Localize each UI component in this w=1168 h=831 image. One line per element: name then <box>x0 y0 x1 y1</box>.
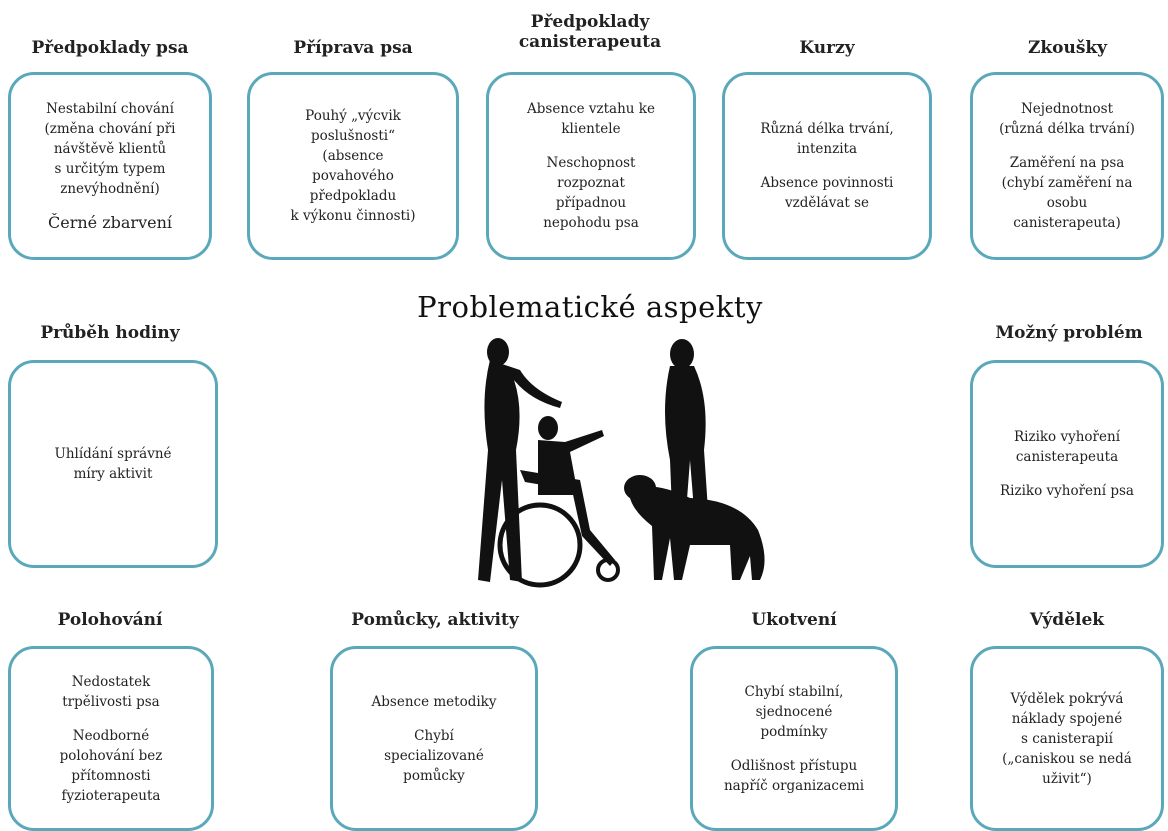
category-title-predpoklady-canisterapeuta: Předpoklady canisterapeuta <box>518 12 662 52</box>
box-item: Pouhý „výcvik poslušnosti“ (absence pova… <box>290 108 416 224</box>
category-box-vydelek: Výdělek pokrývá náklady spojené s canist… <box>970 646 1164 831</box>
woman-silhouette-right <box>665 339 708 512</box>
category-box-kurzy: Různá délka trvání, intenzita Absence po… <box>722 72 932 260</box>
category-box-predpoklady-canisterapeuta: Absence vztahu ke klientele Neschopnost … <box>486 72 696 260</box>
box-item: Černé zbarvení <box>47 213 172 232</box>
box-item: Chybí stabilní, sjednocené podmínky <box>744 683 844 740</box>
category-title-prubeh-hodiny: Průběh hodiny <box>40 323 180 343</box>
category-box-ukotveni: Chybí stabilní, sjednocené podmínky Odli… <box>690 646 898 831</box>
box-item: Uhlídání správné míry aktivit <box>54 446 172 482</box>
category-title-predpoklady-psa: Předpoklady psa <box>31 38 189 58</box>
box-item: Nedostatek trpělivosti psa <box>62 673 160 710</box>
silhouette-illustration <box>478 338 765 588</box>
box-item: Výdělek pokrývá náklady spojené s canist… <box>1002 690 1132 787</box>
box-item: Neodborné polohování bez přítomnosti fyz… <box>59 727 163 804</box>
category-box-priprava-psa: Pouhý „výcvik poslušnosti“ (absence pova… <box>247 72 459 260</box>
diagram-title: Problematické aspekty <box>417 290 763 324</box>
category-title-mozny-problem: Možný problém <box>995 323 1143 343</box>
category-box-pomucky-aktivity: Absence metodiky Chybí specializované po… <box>330 646 538 831</box>
box-item: Absence vztahu ke klientele <box>527 101 655 137</box>
category-title-pomucky-aktivity: Pomůcky, aktivity <box>351 610 519 630</box>
category-box-mozny-problem: Riziko vyhoření canisterapeuta Riziko vy… <box>970 360 1164 568</box>
category-box-zkousky: Nejednotnost (různá délka trvání) Zaměře… <box>970 72 1164 260</box>
box-item: Nestabilní chování (změna chování při ná… <box>44 101 176 197</box>
category-title-ukotveni: Ukotvení <box>751 610 837 630</box>
box-item: Odlišnost přístupu napříč organizacemi <box>723 757 865 794</box>
box-item: Různá délka trvání, intenzita <box>760 121 894 157</box>
category-box-prubeh-hodiny: Uhlídání správné míry aktivit <box>8 360 218 568</box>
wheelchair-silhouette <box>497 416 620 588</box>
category-box-polohovani: Nedostatek trpělivosti psa Neodborné pol… <box>8 646 214 831</box>
category-title-vydelek: Výdělek <box>1029 610 1105 630</box>
box-item: Nejednotnost (různá délka trvání) <box>999 101 1135 137</box>
category-title-zkousky: Zkoušky <box>1027 38 1108 58</box>
dog-silhouette <box>624 475 765 580</box>
category-title-kurzy: Kurzy <box>799 38 855 58</box>
category-box-predpoklady-psa: Nestabilní chování (změna chování při ná… <box>8 72 212 260</box>
box-item: Neschopnost rozpoznat případnou nepohodu… <box>543 155 639 231</box>
box-item: Absence povinnosti vzdělávat se <box>760 175 894 211</box>
box-item: Zaměření na psa (chybí zaměření na osobu… <box>1001 155 1133 231</box>
box-item: Chybí specializované pomůcky <box>384 727 484 784</box>
woman-silhouette-left <box>478 338 562 582</box>
box-item: Riziko vyhoření canisterapeuta <box>1013 429 1121 465</box>
box-item: Riziko vyhoření psa <box>1000 483 1134 499</box>
box-item: Absence metodiky <box>371 693 497 710</box>
category-title-priprava-psa: Příprava psa <box>293 38 413 58</box>
category-title-polohovani: Polohování <box>57 610 163 630</box>
